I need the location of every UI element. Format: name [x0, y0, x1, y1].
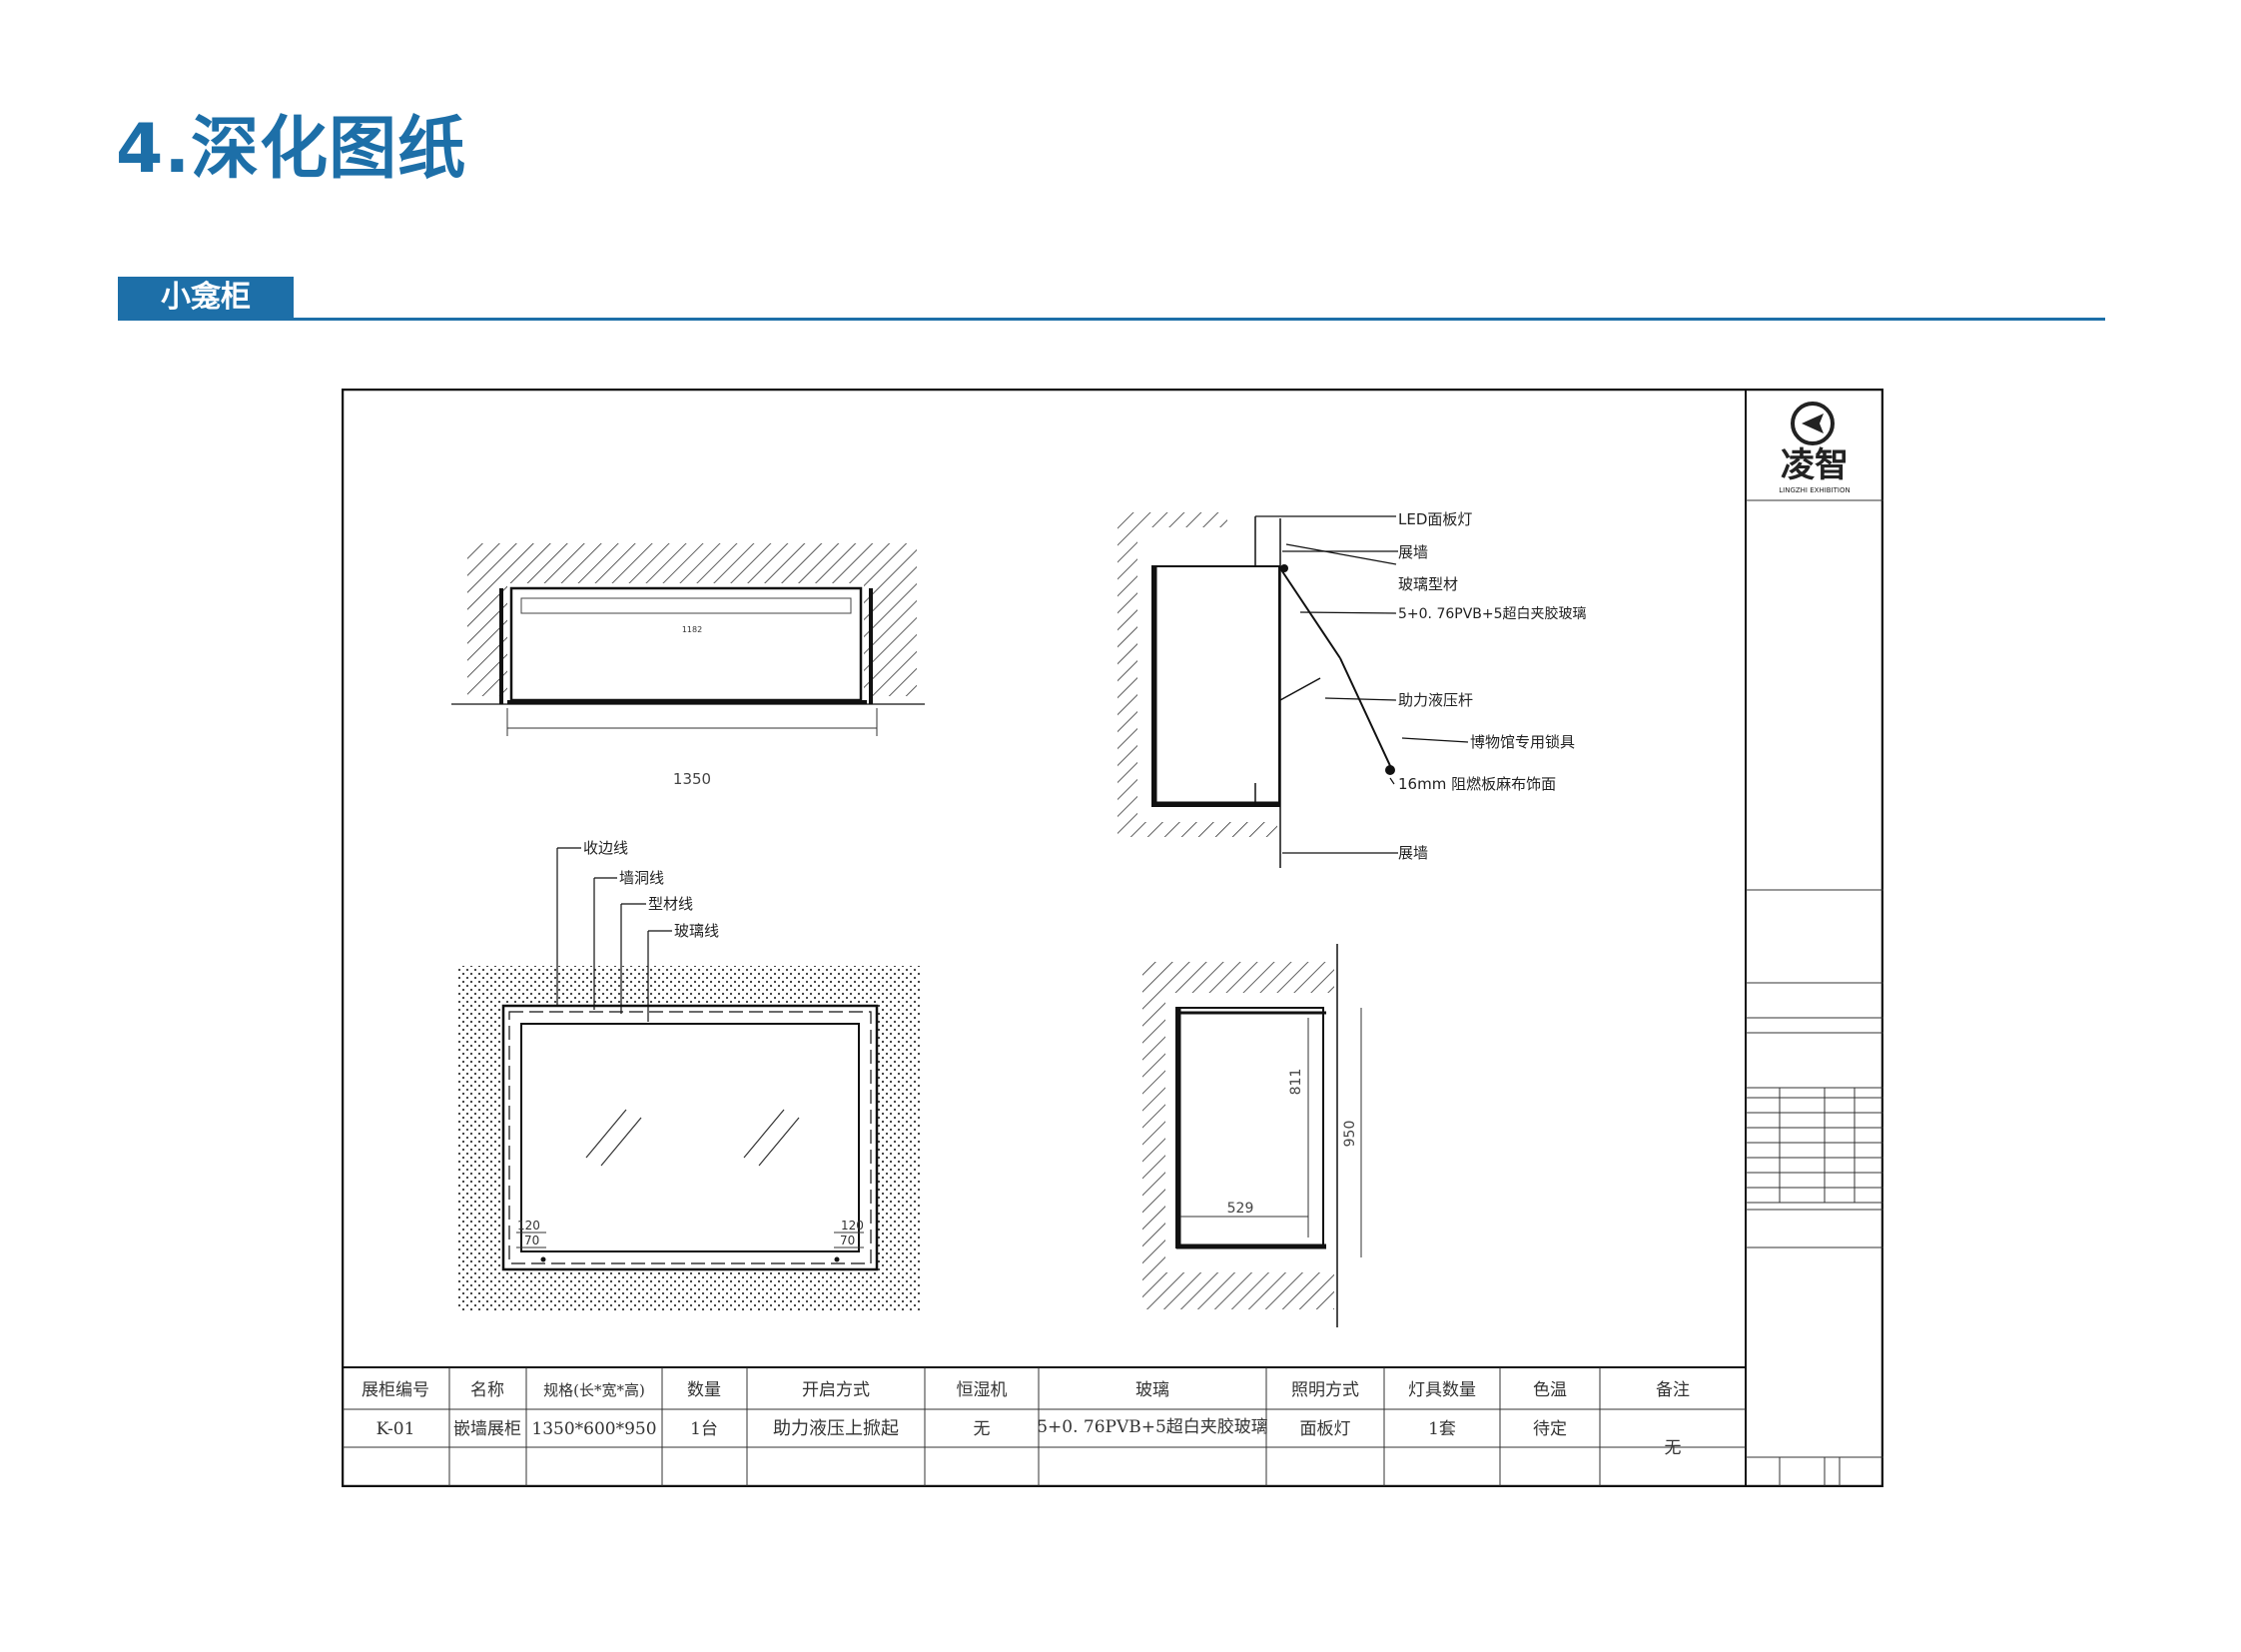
table-cell-humidifier: 无	[974, 1419, 991, 1439]
table-cell-name: 嵌墙展柜	[453, 1419, 521, 1439]
dim-total-height: 950	[1342, 1121, 1358, 1148]
drawing-sheet: 1182 1350 LED面板灯 展墙 玻璃型材 5+0. 76PVB+5超白夹…	[341, 388, 1884, 1488]
spec-table	[343, 1366, 1746, 1486]
table-header-opening: 开启方式	[802, 1380, 870, 1400]
table-header-quantity: 数量	[687, 1380, 721, 1400]
dim-depth: 529	[1227, 1201, 1254, 1217]
table-header-lighting: 照明方式	[1291, 1380, 1359, 1400]
title-block	[1746, 402, 1883, 1486]
table-header-cabinet-no: 展柜编号	[362, 1380, 429, 1400]
table-header-color-temp: 色温	[1533, 1380, 1567, 1400]
label-led-panel: LED面板灯	[1398, 510, 1472, 528]
table-cell-spec: 1350*600*950	[531, 1419, 656, 1439]
label-edge-line: 收边线	[583, 839, 628, 857]
label-display-wall-top: 展墙	[1398, 543, 1428, 561]
table-cell-quantity: 1台	[690, 1419, 718, 1439]
label-display-wall-bottom: 展墙	[1398, 844, 1428, 862]
table-cell-notes: 无	[1665, 1438, 1682, 1458]
table-cell-opening: 助力液压上掀起	[773, 1418, 899, 1439]
label-hydraulic-rod: 助力液压杆	[1398, 691, 1473, 709]
company-logo-text: 凌智	[1781, 445, 1849, 485]
side-section-view	[1142, 944, 1362, 1327]
table-cell-glass: 5+0. 76PVB+5超白夹胶玻璃	[1037, 1417, 1268, 1437]
table-header-notes: 备注	[1656, 1380, 1690, 1400]
label-glass-profile: 玻璃型材	[1398, 575, 1458, 593]
label-glass-spec: 5+0. 76PVB+5超白夹胶玻璃	[1398, 605, 1587, 622]
dim-right-b: 70	[840, 1234, 855, 1247]
dim-left-b: 70	[524, 1234, 539, 1247]
table-cell-cabinet-no: K-01	[376, 1419, 415, 1439]
table-header-glass: 玻璃	[1135, 1380, 1169, 1400]
table-header-lamp-count: 灯具数量	[1408, 1380, 1476, 1400]
dim-inner-width: 1182	[682, 625, 702, 634]
dim-overall-width: 1350	[673, 770, 711, 788]
front-elevation-view	[451, 543, 925, 736]
table-cell-lamp-count: 1套	[1428, 1419, 1456, 1439]
section-divider	[118, 318, 2105, 321]
label-profile-line: 型材线	[648, 895, 693, 913]
dim-inner-height: 811	[1288, 1069, 1304, 1096]
label-fireproof-board: 16mm 阻燃板麻布饰面	[1398, 775, 1556, 793]
section-tag: 小龛柜	[118, 277, 294, 319]
table-header-humidifier: 恒湿机	[957, 1380, 1008, 1400]
table-cell-lighting: 面板灯	[1300, 1419, 1351, 1439]
section-view	[1118, 512, 1469, 868]
page-title: 4.深化图纸	[116, 110, 467, 189]
table-cell-color-temp: 待定	[1533, 1419, 1567, 1439]
label-glass-line: 玻璃线	[674, 922, 719, 940]
table-header-spec: 规格(长*宽*高)	[543, 1381, 645, 1399]
company-logo-subtitle: LINGZHI EXHIBITION	[1779, 486, 1850, 494]
label-wall-opening-line: 墙洞线	[619, 869, 664, 887]
dim-right-a: 120	[841, 1219, 864, 1233]
dim-left-a: 120	[517, 1219, 540, 1233]
plan-elevation-view	[458, 847, 920, 1311]
table-header-name: 名称	[470, 1380, 504, 1400]
label-museum-lock: 博物馆专用锁具	[1470, 733, 1575, 751]
